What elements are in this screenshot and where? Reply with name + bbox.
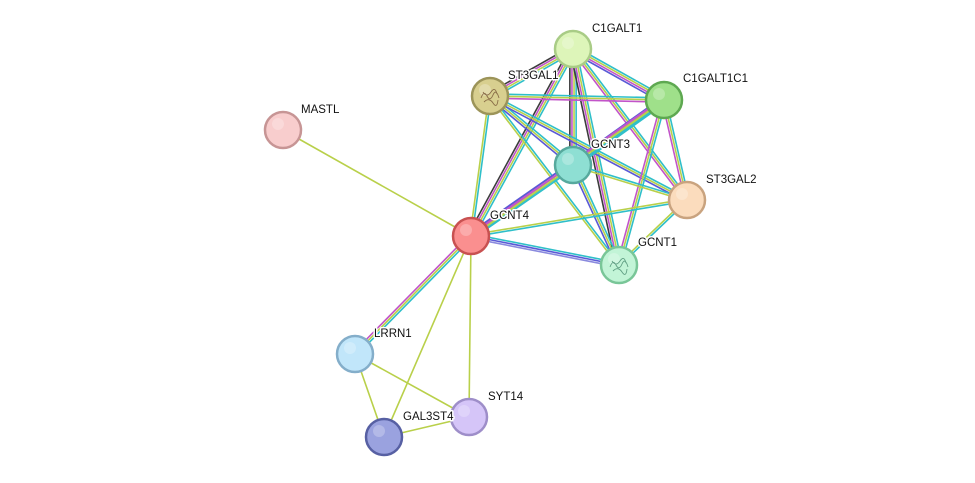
node-label: C1GALT1 — [592, 23, 642, 35]
node-highlight — [479, 84, 491, 96]
edge-st3gal1-gcnt4[interactable] — [469, 95, 492, 237]
node-mastl[interactable]: MASTL — [263, 103, 341, 150]
edge-evidence-line — [355, 236, 474, 357]
edge-evidence-line — [383, 235, 472, 438]
node-st3gal1[interactable]: ST3GAL1 — [470, 69, 560, 116]
edge-evidence-line — [470, 200, 688, 238]
node-label: GCNT3 — [591, 139, 630, 151]
edge-gcnt4-gal3st4[interactable] — [383, 235, 472, 438]
node-highlight — [676, 188, 688, 200]
edge-evidence-line — [469, 163, 574, 236]
node-highlight — [653, 88, 665, 100]
edge-evidence-line — [616, 98, 663, 266]
protein-structure-icon — [609, 258, 629, 275]
edge-evidence-line — [471, 48, 575, 238]
edge-evidence-line — [469, 237, 620, 268]
node-st3gal2[interactable]: ST3GAL2 — [667, 173, 758, 220]
edge-gcnt3-gcnt4[interactable] — [468, 161, 576, 240]
node-circle[interactable] — [335, 334, 375, 374]
node-circle[interactable] — [470, 76, 510, 116]
protein-structure-icon — [480, 89, 500, 106]
edge-evidence-line — [571, 48, 619, 267]
node-circle[interactable] — [553, 29, 593, 69]
node-c1galt1c1[interactable]: C1GALT1C1 — [644, 72, 749, 120]
edge-evidence-line — [489, 93, 665, 99]
edge-evidence-line — [470, 165, 575, 238]
edge-evidence-line — [467, 46, 572, 236]
edge-evidence-line — [352, 233, 471, 354]
node-circle[interactable] — [451, 216, 491, 256]
node-highlight — [344, 342, 356, 354]
node-highlight — [608, 253, 620, 265]
node-gcnt3[interactable]: GCNT3 — [553, 138, 631, 185]
edge-evidence-line — [569, 48, 617, 267]
edge-evidence-line — [282, 129, 472, 237]
edge-evidence-line — [572, 163, 689, 200]
edge-evidence-line — [354, 235, 472, 355]
edge-st3gal2-gcnt4[interactable] — [470, 198, 688, 238]
node-highlight — [272, 118, 284, 130]
edge-evidence-line — [489, 95, 665, 101]
edge-evidence-line — [620, 99, 667, 267]
edge-gcnt4-syt14[interactable] — [468, 235, 472, 418]
node-circle[interactable] — [599, 245, 639, 285]
edge-evidence-line — [573, 47, 621, 266]
node-gcnt1[interactable]: GCNT1 — [599, 236, 678, 285]
edge-evidence-line — [470, 233, 621, 264]
edge-evidence-line — [354, 353, 470, 418]
edge-gcnt3-st3gal2[interactable] — [571, 163, 689, 202]
node-label: GCNT1 — [638, 237, 677, 249]
node-circle[interactable] — [263, 110, 303, 150]
node-gal3st4[interactable]: GAL3ST4 — [364, 410, 456, 457]
node-lrrn1[interactable]: LRRN1 — [335, 327, 413, 374]
node-gcnt4[interactable]: GCNT4 — [451, 209, 531, 256]
node-label: GAL3ST4 — [403, 411, 454, 423]
node-circle[interactable] — [449, 397, 489, 437]
edge-evidence-line — [469, 47, 573, 237]
node-highlight — [373, 425, 385, 437]
edge-c1galt1c1-gcnt1[interactable] — [616, 98, 667, 267]
edge-evidence-line — [489, 95, 688, 201]
edge-evidence-line — [471, 95, 492, 237]
edge-evidence-line — [471, 166, 576, 240]
node-label: LRRN1 — [374, 328, 412, 340]
edge-gcnt4-lrrn1[interactable] — [352, 233, 474, 357]
edge-evidence-line — [489, 97, 665, 103]
node-circle[interactable] — [644, 80, 684, 120]
edge-evidence-line — [470, 198, 688, 236]
node-label: MASTL — [301, 104, 340, 116]
node-c1galt1[interactable]: C1GALT1 — [553, 22, 644, 69]
node-label: GCNT4 — [490, 210, 530, 222]
node-syt14[interactable]: SYT14 — [449, 390, 525, 437]
edge-st3gal1-c1galt1c1[interactable] — [489, 93, 665, 103]
edge-evidence-line — [571, 165, 688, 202]
node-circle[interactable] — [553, 145, 593, 185]
edge-gcnt4-gcnt1[interactable] — [469, 233, 621, 268]
edge-evidence-line — [468, 235, 472, 418]
edge-evidence-line — [470, 235, 620, 266]
node-label: SYT14 — [488, 391, 524, 403]
node-highlight — [460, 224, 472, 236]
edge-lrrn1-syt14[interactable] — [354, 353, 470, 418]
node-label: C1GALT1C1 — [683, 73, 748, 85]
edge-evidence-line — [490, 93, 689, 199]
node-highlight — [562, 37, 574, 49]
edge-evidence-line — [618, 99, 665, 266]
node-label: ST3GAL1 — [508, 70, 559, 82]
edge-evidence-line — [469, 95, 490, 237]
node-circle[interactable] — [667, 180, 707, 220]
edge-evidence-line — [468, 161, 573, 235]
node-circle[interactable] — [364, 417, 404, 457]
edge-mastl-gcnt4[interactable] — [282, 129, 472, 237]
node-label: ST3GAL2 — [706, 174, 757, 186]
node-highlight — [458, 405, 470, 417]
node-highlight — [562, 153, 574, 165]
